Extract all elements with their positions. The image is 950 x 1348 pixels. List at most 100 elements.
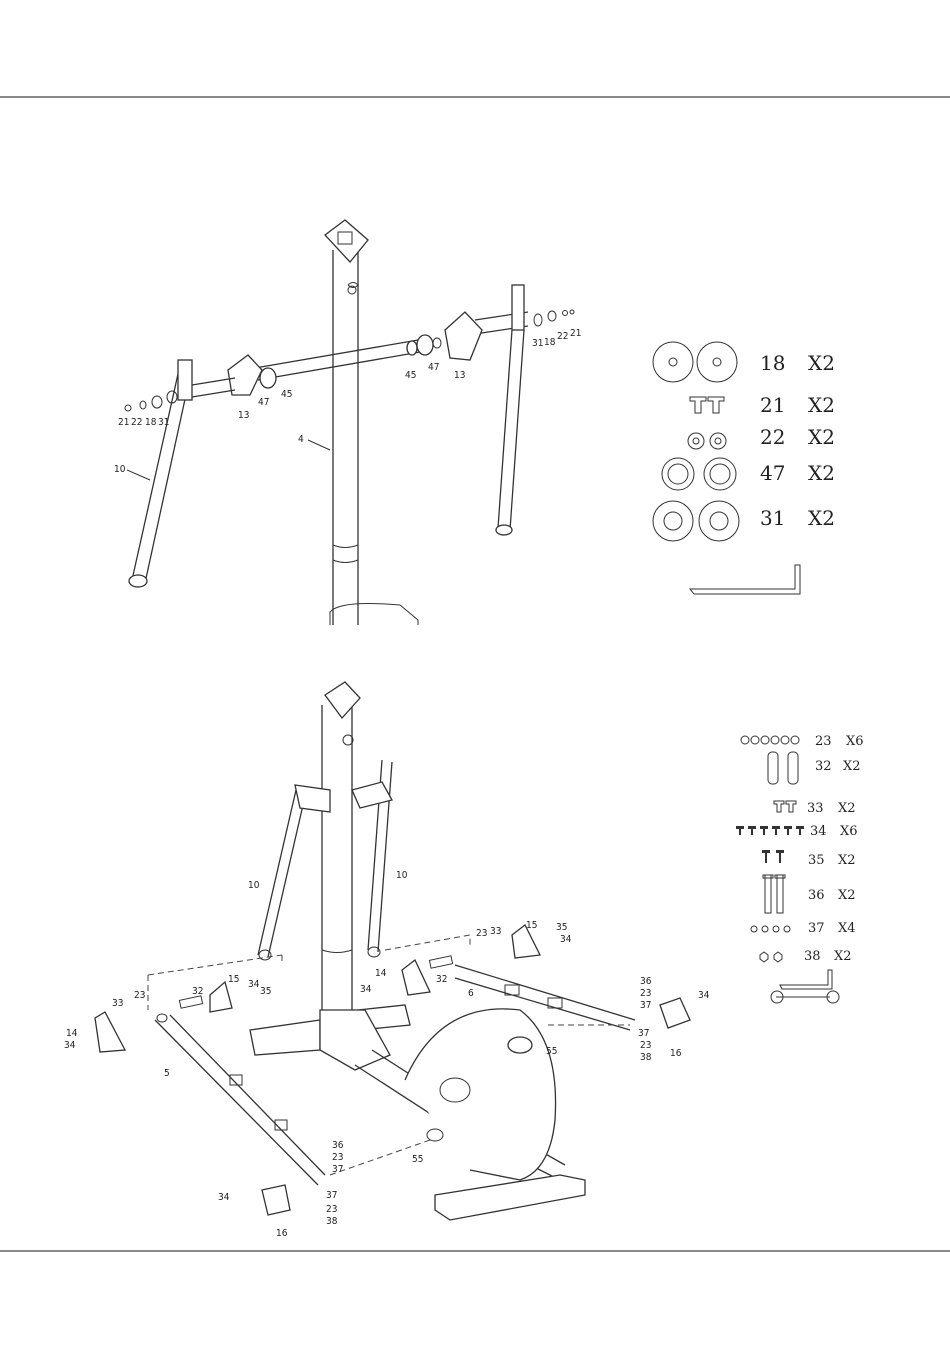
hw-top-qty-4: X2 (808, 506, 835, 530)
label-21-left: 21 (118, 417, 129, 428)
label-15-right: 15 (526, 920, 537, 931)
label-23-d: 23 (640, 1040, 651, 1051)
hw-bottom-qty-6: X4 (838, 921, 856, 936)
allen-key-icon (690, 565, 800, 594)
label-34-a: 34 (64, 1040, 76, 1051)
label-23-e: 23 (332, 1152, 343, 1163)
label-23-f: 23 (326, 1204, 337, 1215)
label-23-b: 23 (476, 928, 487, 939)
washer-icon (741, 736, 799, 744)
bottom-assembly-drawing: 10 10 5 6 14 34 33 23 32 15 34 35 14 34 … (64, 682, 710, 1239)
label-16-right: 16 (670, 1048, 682, 1059)
label-34-b: 34 (248, 979, 260, 990)
hw-bottom-qty-4: X2 (838, 853, 856, 868)
hardware-list-bottom: 23 X6 32 X2 33 X2 34 X6 35 X2 36 (736, 734, 864, 1003)
label-36-right: 36 (640, 976, 652, 987)
hw-bottom-part-3: 34 (810, 824, 827, 839)
label-36-left: 36 (332, 1140, 344, 1151)
hw-bottom-part-1: 32 (815, 759, 832, 774)
bushing-icon (662, 458, 736, 490)
label-32-left: 32 (192, 986, 203, 997)
hw-top-qty-2: X2 (808, 425, 835, 449)
label-10-right: 10 (396, 870, 408, 881)
top-assembly-drawing: 4 10 21 22 18 31 13 47 45 45 47 13 31 18… (114, 220, 581, 625)
bracket-15-left (210, 982, 232, 1012)
bracket-14-right (402, 960, 430, 995)
endcap-16-left (262, 1185, 290, 1215)
label-13-right: 13 (454, 370, 465, 381)
label-18-left: 18 (145, 417, 157, 428)
hw-bottom-qty-5: X2 (838, 888, 856, 903)
label-14-left: 14 (66, 1028, 78, 1039)
label-55-left: 55 (412, 1154, 423, 1165)
label-10-left: 10 (248, 880, 260, 891)
label-37-b: 37 (638, 1028, 649, 1039)
label-34-f: 34 (218, 1192, 230, 1203)
label-10: 10 (114, 464, 126, 475)
bracket-14-left (95, 1012, 125, 1052)
label-6: 6 (468, 988, 474, 999)
label-14-right: 14 (375, 968, 387, 979)
label-23-a: 23 (134, 990, 145, 1001)
washer-icon (751, 926, 790, 932)
label-38-a: 38 (640, 1052, 652, 1063)
label-45-right: 45 (405, 370, 416, 381)
hw-top-qty-3: X2 (808, 461, 835, 485)
label-35-left: 35 (260, 986, 271, 997)
screw-icon (762, 850, 784, 863)
hw-top-qty-1: X2 (808, 393, 835, 417)
bolt-icon (774, 801, 796, 812)
hw-bottom-part-6: 37 (808, 921, 825, 936)
endcap-16-right (660, 998, 690, 1028)
label-33-left: 33 (112, 998, 123, 1009)
hw-bottom-qty-1: X2 (843, 759, 861, 774)
label-5: 5 (164, 1068, 170, 1079)
label-31-left: 31 (158, 417, 169, 428)
label-33-right: 33 (490, 926, 501, 937)
label-45-left: 45 (281, 389, 292, 400)
label-37-c: 37 (332, 1164, 343, 1175)
label-22-right: 22 (557, 331, 568, 342)
label-15-left: 15 (228, 974, 239, 985)
tools-icon (771, 970, 839, 1003)
label-38-b: 38 (326, 1216, 338, 1227)
washer-large-icon (653, 342, 737, 382)
label-16-left: 16 (276, 1228, 288, 1239)
hw-bottom-part-0: 23 (815, 734, 832, 749)
label-47-left: 47 (258, 397, 269, 408)
long-bolt-icon (763, 875, 785, 913)
hw-bottom-part-5: 36 (808, 888, 825, 903)
screw-icon (736, 826, 804, 835)
bolt-icon (690, 397, 724, 413)
hw-top-qty-0: X2 (808, 351, 835, 375)
hw-bottom-part-7: 38 (804, 949, 821, 964)
label-4: 4 (298, 434, 304, 445)
hardware-list-top: 18 X2 21 X2 22 X2 47 X2 31 X2 (653, 342, 835, 594)
hw-bottom-qty-2: X2 (838, 801, 856, 816)
nut-icon (760, 952, 782, 962)
label-37-d: 37 (326, 1190, 337, 1201)
label-21-right: 21 (570, 328, 581, 339)
washer-small-icon (688, 433, 726, 449)
hw-bottom-qty-3: X6 (840, 824, 858, 839)
hw-bottom-qty-7: X2 (834, 949, 852, 964)
hw-top-part-1: 21 (760, 393, 785, 417)
label-34-c: 34 (360, 984, 372, 995)
label-47-right: 47 (428, 362, 439, 373)
label-31-right: 31 (532, 338, 543, 349)
label-34-d: 34 (560, 934, 572, 945)
label-13-left: 13 (238, 410, 249, 421)
hw-bottom-part-2: 33 (807, 801, 824, 816)
hw-top-part-3: 47 (760, 461, 785, 485)
label-55-right: 55 (546, 1046, 557, 1057)
label-35-right: 35 (556, 922, 567, 933)
hw-bottom-qty-0: X6 (846, 734, 864, 749)
label-32-right: 32 (436, 974, 447, 985)
hw-bottom-part-4: 35 (808, 853, 825, 868)
label-22-left: 22 (131, 417, 142, 428)
hw-top-part-4: 31 (760, 506, 785, 530)
axle-icon (768, 752, 798, 784)
label-37-a: 37 (640, 1000, 651, 1011)
label-34-e: 34 (698, 990, 710, 1001)
